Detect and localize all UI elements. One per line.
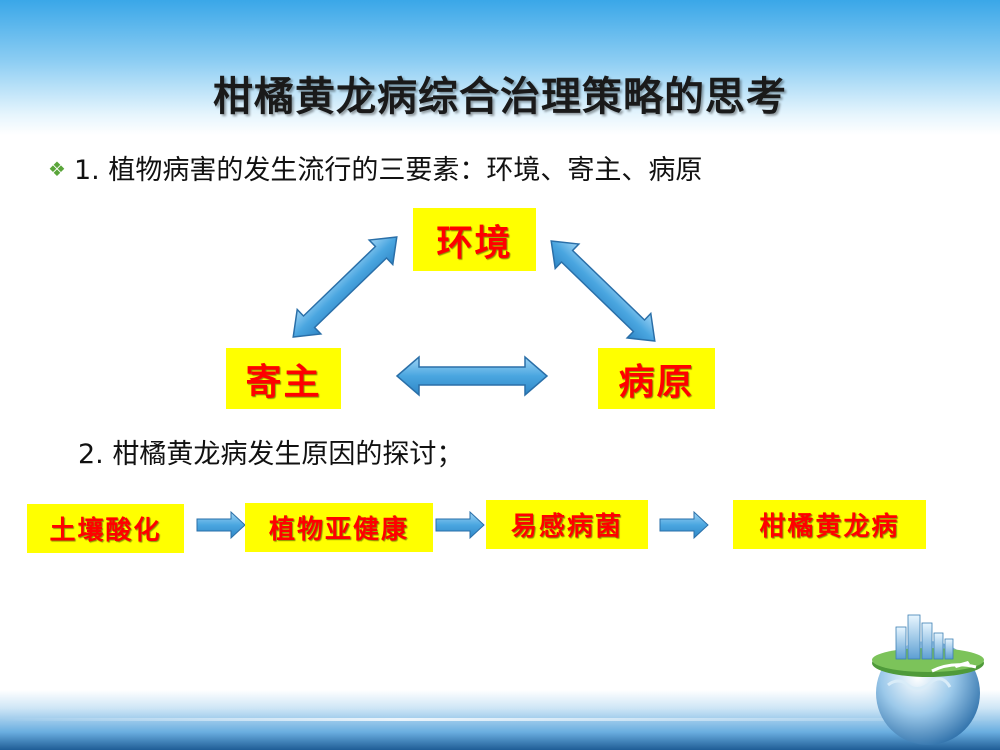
- footer-streak: [0, 718, 1000, 721]
- point-1-text: 1. 植物病害的发生流行的三要素：环境、寄主、病原: [74, 155, 703, 186]
- chain-arrow-2: [435, 510, 485, 540]
- chain-arrow-1: [196, 510, 246, 540]
- diamond-cluster-icon: ❖: [48, 157, 66, 181]
- header-band: [0, 0, 1000, 135]
- double-arrow-bottom: [395, 355, 549, 397]
- chain-step-plant-subhealth: 植物亚健康: [245, 503, 433, 552]
- double-arrow-left-top: [292, 236, 398, 338]
- box-host: 寄主: [226, 348, 341, 409]
- bullet-point-1: ❖ 1. 植物病害的发生流行的三要素：环境、寄主、病原: [48, 148, 702, 187]
- box-pathogen: 病原: [598, 348, 715, 409]
- point-2-text: 2. 柑橘黄龙病发生原因的探讨；: [78, 439, 464, 470]
- box-environment: 环境: [413, 208, 536, 271]
- double-arrow-right-top: [550, 240, 656, 342]
- globe-city-icon: [872, 614, 984, 745]
- chain-step-susceptible: 易感病菌: [486, 500, 648, 549]
- chain-step-huanglongbing: 柑橘黄龙病: [733, 500, 926, 549]
- chain-step-soil-acidification: 土壤酸化: [27, 504, 184, 553]
- chain-arrow-3: [659, 510, 709, 540]
- slide-title: 柑橘黄龙病综合治理策略的思考: [213, 74, 787, 120]
